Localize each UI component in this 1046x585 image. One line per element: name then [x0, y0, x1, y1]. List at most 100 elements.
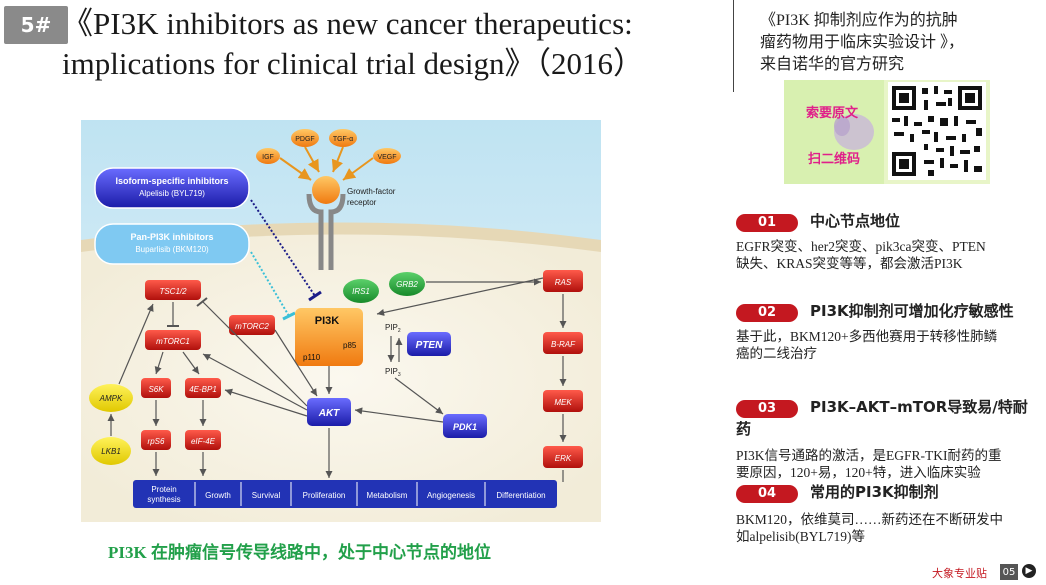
node-label: ERK: [555, 454, 572, 463]
outcome-label: Metabolism: [367, 491, 408, 500]
node-label: AKT: [318, 408, 340, 419]
outcome-label: Survival: [252, 491, 281, 500]
ligand-igf: IGF: [256, 148, 280, 164]
key-point-2: 02 PI3K抑制剂可增加化疗敏感性 基于此，BKM120+多西他赛用于转移性肺…: [736, 300, 1036, 362]
point-text: 基于此，BKM120+多西他赛用于转移性肺鳞: [736, 328, 998, 344]
source-note-line: 来自诺华的官方研究: [760, 56, 905, 73]
node-label: 4E-BP1: [189, 385, 217, 394]
node-label: LKB1: [101, 447, 121, 456]
outcome-label: Angiogenesis: [427, 491, 475, 500]
node-braf: B-RAF: [543, 332, 583, 354]
node-eif4e: eIF-4E: [185, 430, 221, 450]
growth-factor-receptor: Growth-factor receptor: [306, 176, 396, 270]
qr-promo[interactable]: 索要原文 扫二维码: [784, 80, 990, 184]
slide-number-badge: 5#: [4, 6, 68, 44]
point-text: BKM120，依维莫司……新药还在不断研发中: [736, 511, 1004, 527]
point-text: 如alpelisib(BYL719)等: [736, 528, 865, 544]
outcome-label: Proliferation: [303, 491, 346, 500]
node-mtorc1: mTORC1: [145, 330, 201, 350]
slide-title: 《PI3K inhibitors as new cancer therapeut…: [62, 4, 737, 84]
ligand-label: TGF-α: [333, 136, 353, 143]
receptor-label: receptor: [347, 198, 377, 207]
point-number-badge: 04: [736, 484, 798, 503]
key-point-3: 03 PI3K–AKT–mTOR导致易/特耐药 PI3K信号通路的激活，是EGF…: [736, 396, 1036, 481]
node-label: IRS1: [352, 287, 370, 296]
node-irs1: IRS1: [343, 279, 379, 303]
key-point-4: 04 常用的PI3K抑制剂 BKM120，依维莫司……新药还在不断研发中 如al…: [736, 481, 1036, 545]
pip3-label: PIP3: [385, 367, 401, 378]
pi3k-label: PI3K: [315, 315, 340, 327]
node-label: mTORC2: [235, 322, 269, 331]
node-label: GRB2: [396, 280, 418, 289]
qr-scan-text: 扫二维码: [808, 152, 861, 167]
footer-label: 大象专业贴: [932, 567, 987, 580]
point-text: 缺失、KRAS突变等等，都会激活PI3K: [736, 255, 963, 271]
node-rps6: rpS6: [141, 430, 171, 450]
node-label: PDK1: [453, 422, 477, 432]
p85-label: p85: [343, 341, 357, 350]
point-title: 中心节点地位: [810, 212, 901, 230]
point-text: 要原因，120+易，120+特，进入临床实验: [736, 464, 981, 480]
point-title: 常用的PI3K抑制剂: [810, 483, 939, 501]
source-note-line: 瘤药物用于临床实验设计 》，: [760, 34, 965, 51]
ligand-label: VEGF: [377, 154, 396, 161]
point-number-badge: 03: [736, 399, 798, 418]
pi3k-pathway-diagram: PDGF TGF-α IGF VEGF Growth-factor recept…: [81, 120, 601, 522]
outcome-label: Growth: [205, 491, 231, 500]
point-title: PI3K抑制剂可增加化疗敏感性: [810, 302, 1014, 320]
page-number: 05: [1000, 564, 1018, 580]
pan-drug: Buparlisib (BKM120): [135, 245, 209, 254]
ligand-tgfa: TGF-α: [329, 129, 357, 147]
node-label: TSC1/2: [159, 287, 187, 296]
node-label: B-RAF: [551, 340, 576, 349]
title-line-1: 《PI3K inhibitors as new cancer therapeut…: [62, 6, 633, 41]
ligand-pdgf: PDGF: [291, 129, 319, 147]
node-label: S6K: [148, 385, 164, 394]
node-label: AMPK: [99, 394, 123, 403]
node-erk: ERK: [543, 446, 583, 468]
point-number-badge: 01: [736, 213, 798, 232]
header-divider: [733, 0, 734, 92]
point-text: 癌的二线治疗: [736, 345, 817, 361]
isoform-drug: Alpelisib (BYL719): [139, 189, 205, 198]
point-text: PI3K信号通路的激活，是EGFR-TKI耐药的重: [736, 447, 1002, 463]
node-ampk: AMPK: [89, 384, 133, 412]
figure-caption: PI3K 在肿瘤信号传导线路中，处于中心节点的地位: [108, 543, 491, 562]
ligand-vegf: VEGF: [373, 148, 401, 164]
node-label: rpS6: [148, 437, 165, 446]
outcome-label: Differentiation: [496, 491, 545, 500]
node-pten: PTEN: [407, 332, 451, 356]
node-ras: RAS: [543, 270, 583, 292]
source-note: 《PI3K 抑制剂应作为的抗肿 瘤药物用于临床实验设计 》， 来自诺华的官方研究: [760, 10, 1035, 76]
pi3k-complex: PI3K p85 p110: [295, 308, 363, 366]
pip2-label: PIP2: [385, 323, 401, 334]
node-label: MEK: [554, 398, 572, 407]
source-note-line: 《PI3K 抑制剂应作为的抗肿: [760, 12, 958, 29]
node-4ebp1: 4E-BP1: [185, 378, 221, 398]
node-akt: AKT: [307, 398, 351, 426]
node-label: PTEN: [416, 340, 443, 351]
title-line-2: implications for clinical trial design》（…: [62, 46, 644, 81]
p110-label: p110: [303, 353, 321, 362]
ligand-label: PDGF: [295, 136, 314, 143]
node-lkb1: LKB1: [91, 437, 131, 465]
node-mtorc2: mTORC2: [229, 315, 275, 335]
node-label: eIF-4E: [191, 437, 216, 446]
node-label: RAS: [555, 278, 572, 287]
node-label: mTORC1: [156, 337, 190, 346]
qr-code-icon[interactable]: [888, 82, 986, 180]
next-arrow-icon[interactable]: ▶: [1022, 564, 1036, 578]
point-title: PI3K–AKT–mTOR导致易/特耐药: [736, 398, 1028, 438]
node-s6k: S6K: [141, 378, 171, 398]
isoform-title: Isoform-specific inhibitors: [115, 176, 228, 186]
point-text: EGFR突变、her2突变、pik3ca突变、PTEN: [736, 238, 986, 254]
isoform-inhibitor-box: Isoform-specific inhibitors Alpelisib (B…: [94, 167, 250, 209]
node-mek: MEK: [543, 390, 583, 412]
node-tsc: TSC1/2: [145, 280, 201, 300]
point-number-badge: 02: [736, 303, 798, 322]
qr-promo-label: 索要原文 扫二维码: [784, 80, 884, 184]
node-pdk1: PDK1: [443, 414, 487, 438]
pan-inhibitor-box: Pan-PI3K inhibitors Buparlisib (BKM120): [94, 223, 250, 265]
